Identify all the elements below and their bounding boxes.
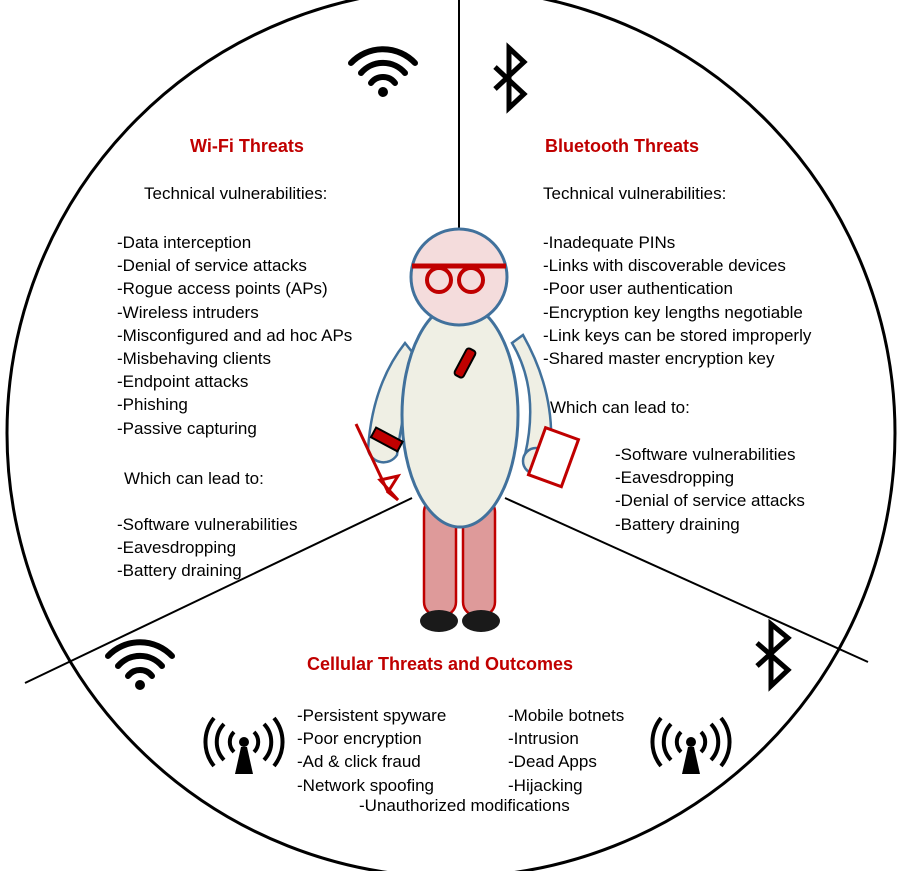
- list-item: -Eavesdropping: [117, 538, 237, 558]
- list-item: -Network spoofing: [297, 775, 435, 795]
- list-item: -Ad & click fraud: [297, 752, 421, 772]
- person-right-foot: [462, 610, 500, 632]
- list-item: -Poor encryption: [297, 729, 422, 749]
- cellular-left-list: -Persistent spyware -Poor encryption -Ad…: [297, 704, 446, 797]
- bluetooth-lead-label: Which can lead to:: [550, 398, 690, 417]
- list-item: -Persistent spyware: [297, 706, 447, 725]
- list-item: -Inadequate PINs: [543, 233, 676, 252]
- wifi-lead-label: Which can lead to:: [124, 469, 264, 488]
- list-item: -Hijacking: [508, 775, 583, 795]
- red-arrow-icon: [354, 423, 402, 502]
- list-item: -Software vulnerabilities: [615, 445, 796, 464]
- wristband-icon: [369, 426, 404, 453]
- cell-tower-icon: [650, 716, 732, 774]
- bluetooth-subtitle: Technical vulnerabilities:: [543, 184, 727, 203]
- cell-tower-icon: [203, 716, 285, 774]
- list-item: -Software vulnerabilities: [117, 515, 298, 534]
- list-item: -Denial of service attacks: [615, 491, 805, 511]
- list-item: -Rogue access points (APs): [117, 279, 328, 299]
- wifi-icon: [348, 46, 418, 97]
- wifi-subtitle: Technical vulnerabilities:: [144, 184, 328, 203]
- bluetooth-vulnerability-list: -Inadequate PINs -Links with discoverabl…: [543, 231, 811, 370]
- cellular-bottom-item: -Unauthorized modifications: [359, 796, 570, 815]
- list-item: -Encryption key lengths negotiable: [543, 302, 803, 322]
- outer-circle: [5, 0, 897, 871]
- wifi-title: Wi-Fi Threats: [190, 136, 304, 156]
- list-item: -Links with discoverable devices: [543, 256, 786, 276]
- list-item: -Endpoint attacks: [117, 372, 249, 392]
- glasses-icon: [412, 263, 506, 294]
- list-item: -Data interception: [117, 233, 252, 252]
- bluetooth-icon: [493, 42, 528, 114]
- divider-left: [24, 497, 413, 684]
- smartphone-icon: [526, 425, 581, 489]
- person-left-foot: [420, 610, 458, 632]
- list-item: -Passive capturing: [117, 418, 257, 438]
- person-body: [400, 301, 520, 529]
- wifi-vulnerability-list: -Data interception -Denial of service at…: [117, 231, 352, 440]
- list-item: -Phishing: [117, 395, 188, 415]
- list-item: -Battery draining: [117, 561, 242, 581]
- wifi-outcome-list: -Software vulnerabilities -Eavesdropping…: [117, 513, 297, 583]
- list-item: -Intrusion: [508, 729, 579, 749]
- list-item: -Misconfigured and ad hoc APs: [117, 325, 353, 345]
- divider-right: [504, 497, 869, 663]
- list-item: -Shared master encryption key: [543, 349, 775, 369]
- list-item: -Denial of service attacks: [117, 256, 307, 276]
- list-item: -Eavesdropping: [615, 468, 735, 488]
- bluetooth-outcome-list: -Software vulnerabilities -Eavesdropping…: [615, 443, 805, 536]
- bluetooth-icon: [755, 618, 792, 692]
- list-item: -Wireless intruders: [117, 302, 259, 322]
- person-figure: [354, 227, 581, 632]
- cellular-right-list: -Mobile botnets -Intrusion -Dead Apps -H…: [508, 704, 624, 797]
- list-item: -Misbehaving clients: [117, 349, 272, 369]
- list-item: -Mobile botnets: [508, 706, 625, 725]
- wifi-icon: [105, 639, 175, 690]
- list-item: -Poor user authentication: [543, 279, 733, 299]
- list-item: -Link keys can be stored improperly: [543, 325, 812, 345]
- list-item: -Dead Apps: [508, 752, 597, 772]
- cellular-title: Cellular Threats and Outcomes: [307, 654, 574, 674]
- list-item: -Battery draining: [615, 514, 740, 534]
- bluetooth-title: Bluetooth Threats: [545, 136, 700, 156]
- pocket-phone-icon: [453, 347, 477, 379]
